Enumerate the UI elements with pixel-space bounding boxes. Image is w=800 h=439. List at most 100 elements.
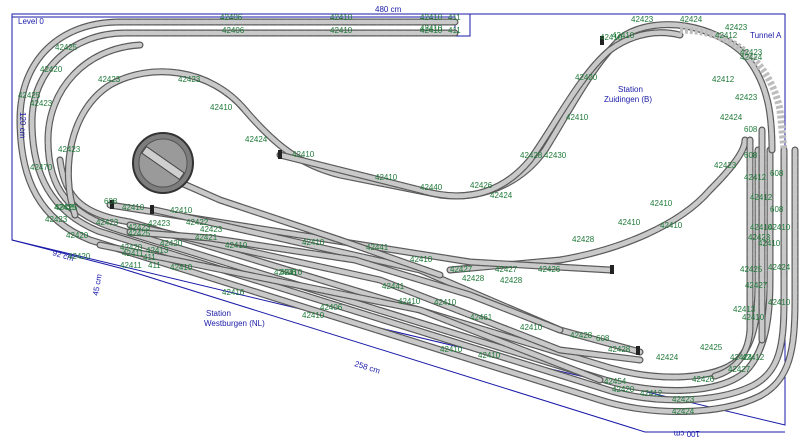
yard-track-5 (126, 228, 564, 334)
track-part-code: 42428 (462, 274, 485, 283)
track-part-code: 42425 (55, 43, 78, 52)
track-part-code: 42423 (735, 93, 758, 102)
track-part-code: 42423 (128, 223, 151, 232)
track-part-code: 42425 (18, 91, 41, 100)
track-part-code: 42425 (740, 265, 763, 274)
track-part-code: 42410 (612, 31, 635, 40)
track-part-code: 42410 (478, 351, 501, 360)
buffer-stop (150, 205, 154, 214)
buffer-stop (600, 36, 604, 45)
track-part-code: 42410 (292, 150, 315, 159)
track-part-code: 42424 (730, 353, 753, 362)
track-part-code: 42425 (700, 343, 723, 352)
track-part-code: 42410 (225, 241, 248, 250)
track-part-code: 42427 (728, 365, 751, 374)
track-part-code: 42424 (672, 407, 695, 416)
dimension-offset: 45 cm (91, 273, 104, 296)
track-part-code: 42410 (768, 298, 791, 307)
track-part-code: 42412 (712, 75, 735, 84)
level-label: Level 0 (18, 17, 44, 26)
track-part-code: 42410 (618, 218, 641, 227)
station-zuidingen-line2: Zuidingen (B) (604, 95, 652, 104)
buffer-stop (610, 265, 614, 274)
track-part-code: 42410 (600, 33, 623, 42)
track-part-code: 42427 (745, 281, 768, 290)
track-part-code: 42410 (170, 206, 193, 215)
buffer-stop (110, 200, 114, 209)
buffer-stop (636, 346, 640, 355)
track-part-code: 608 (770, 169, 784, 178)
track-part-code: 42424 (656, 353, 679, 362)
track-part-code: 42420 (66, 231, 89, 240)
track-part-code: 42410 (375, 173, 398, 182)
track-part-code: 42470 (30, 163, 53, 172)
track-part-code: 42410 (210, 103, 233, 112)
track-part-code: 608 (596, 334, 610, 343)
track-part-code: 42423 (631, 15, 654, 24)
track-part-code: 42427 (450, 265, 473, 274)
track-part-code: 42423 (148, 219, 171, 228)
track-part-code: 42423 (725, 23, 748, 32)
track-part-code: 42412 (744, 173, 767, 182)
track-part-code: 42406 (222, 26, 245, 35)
track-part-code: 42440 (420, 183, 443, 192)
track-part-code: 42410 (750, 223, 773, 232)
track-part-code: 42426 (692, 375, 715, 384)
track-part-code: 42424 (768, 263, 791, 272)
track-part-code: 411 (143, 253, 156, 262)
dimension-left: 120 cm (18, 112, 27, 139)
track-part-code: 42428 (500, 276, 523, 285)
track-part-code: 42425 (55, 203, 78, 212)
track-part-code: 42412 (715, 31, 738, 40)
tunnel-track (679, 26, 788, 151)
track-part-code: 42426 (538, 265, 561, 274)
track-part-code: 42424 (720, 113, 743, 122)
track-part-code: 42410 (758, 239, 781, 248)
track-part-code: 42420 (120, 243, 143, 252)
track-part-code: 608 (744, 151, 758, 160)
track-part-code: 42423 (672, 395, 695, 404)
track-part-code: 42410 (434, 298, 457, 307)
track-part-code: 42428 (520, 151, 543, 160)
track-part-code: 42423 (740, 48, 763, 57)
track-part-code: 42410 (420, 24, 443, 33)
track-part-code: 42410 (520, 323, 543, 332)
track-part-code: 42410 (566, 113, 589, 122)
track-part-code: 42461 (470, 313, 493, 322)
track-part-code: 42423 (98, 75, 121, 84)
track-part-code: 42423 (200, 225, 223, 234)
station-westburgen-line2: Westburgen (NL) (204, 319, 265, 328)
track-part-code: 42411 (120, 261, 142, 270)
track-part-code: 42424 (680, 15, 703, 24)
track-part-code: 42423 (748, 233, 771, 242)
track-part-code: 42420 (575, 73, 598, 82)
track-part-code: 608 (744, 125, 758, 134)
station-westburgen-line1: Station (206, 309, 231, 318)
track-part-code: 42423 (178, 75, 201, 84)
track-part-code: 42423 (30, 99, 53, 108)
tunnel-label: Tunnel A (750, 31, 782, 40)
station-zuidingen-line1: Station (618, 85, 643, 94)
track-part-code: 411 (448, 26, 461, 35)
track-part-code: 42410 (302, 238, 325, 247)
track-part-code: 42410 (398, 297, 421, 306)
track-part-code: 42410 (302, 311, 325, 320)
track-part-code: 411 (148, 261, 161, 270)
track-part-code: 42430 (544, 151, 567, 160)
track-part-code: 42410 (768, 223, 791, 232)
track-part-code: 42410 (420, 13, 443, 22)
track-part-code: 42423 (45, 215, 68, 224)
track-part-code: 608 (104, 197, 118, 206)
baseboard-edge (11, 239, 785, 433)
track-part-code: 42410 (420, 26, 443, 35)
track-part-code: 42410 (440, 345, 463, 354)
track-part-code: 42406 (274, 268, 297, 277)
track-part-code: 42420 (68, 252, 91, 261)
track-part-code: 42411 (122, 249, 144, 258)
track-part-code: 42425 (54, 203, 77, 212)
track-part-code: 42441 (366, 243, 389, 252)
track-part-code: 608 (770, 205, 784, 214)
track-part-code: 42424 (245, 135, 268, 144)
